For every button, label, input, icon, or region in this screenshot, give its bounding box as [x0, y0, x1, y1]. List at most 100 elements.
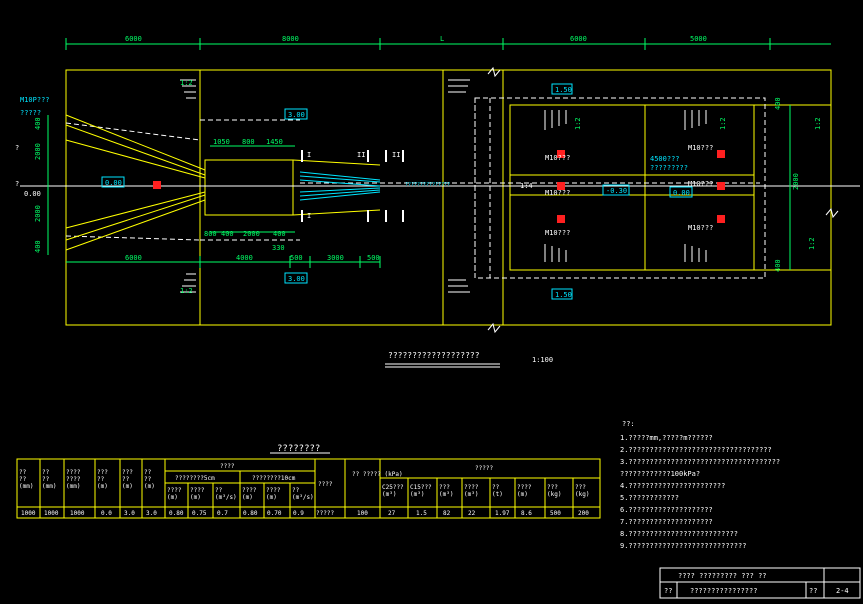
transition-hatching: [299, 171, 381, 201]
table-header-cell: ????(m³): [464, 484, 479, 498]
right-dim-2: 2000: [792, 173, 800, 190]
plan-outline: [65, 69, 832, 326]
note-item: 5.????????????: [620, 494, 679, 502]
table-cell: 1000: [70, 510, 85, 517]
table-header-cell: C25???(m³): [382, 484, 404, 498]
table-cell: 0.70: [267, 510, 282, 517]
note-item: 8.??????????????????????????: [620, 530, 738, 538]
table-cell: 22: [468, 510, 476, 517]
slope-bottom-left: 1:2: [180, 287, 193, 295]
table-header-cell: ????(m): [167, 487, 182, 501]
inner-bottom-dim-4: 400: [273, 230, 286, 238]
slope-right-lower: 1:2: [719, 117, 727, 130]
table-cell: 500: [550, 510, 561, 517]
break-marks: [487, 66, 839, 334]
table-cell: 1.5: [416, 510, 427, 517]
marker-square: [717, 182, 725, 190]
marker-square: [717, 215, 725, 223]
bottom-dim-4: 3000: [327, 254, 344, 262]
axis-label: 0.00: [24, 190, 41, 198]
table-header-cell: ????(m): [190, 487, 205, 501]
table-header-cell: ??(t): [492, 484, 503, 498]
table-cell: 82: [443, 510, 451, 517]
table-cell: 1.97: [495, 510, 510, 517]
elev-box: 3.00: [288, 275, 305, 283]
title-block-row2-mid: ????????????????: [690, 587, 757, 595]
plan-title-group: ??????????????????? 1:100: [385, 351, 553, 368]
left-dim-3: 2000: [34, 205, 42, 222]
table-cell: 0.80: [243, 510, 258, 517]
title-block-sheet: 2-4: [836, 587, 849, 595]
table-cell: 200: [578, 510, 589, 517]
table-header-cell: ???(m³): [439, 484, 453, 498]
inner-top-dim-3: 1450: [266, 138, 283, 146]
slope-top-left: 1:2: [180, 79, 193, 87]
elev-box: 1.50: [555, 291, 572, 299]
table-cell: 0.80: [169, 510, 184, 517]
title-block-row2-left: ??: [664, 587, 672, 595]
mortar-label: M10???: [688, 144, 713, 152]
inner-bottom-dim-3: 2000: [243, 230, 260, 238]
mortar-label: M10???: [545, 189, 570, 197]
axis-label: ?: [15, 144, 19, 152]
top-dim-4: 6000: [570, 35, 587, 43]
title-block-row1: ???? ????????? ??? ??: [678, 572, 767, 580]
marker-square: [717, 150, 725, 158]
table-cell: ?????: [316, 510, 334, 517]
dimension-lines: [47, 38, 831, 270]
section-mark: II: [392, 151, 400, 159]
right-dim-3: 400: [774, 259, 782, 272]
table-cell: 0.9: [293, 510, 304, 517]
right-dim-1: 400: [774, 97, 782, 110]
dashed-boundaries: [65, 97, 766, 279]
table-subgroup-a: ????????5cm: [175, 475, 215, 482]
bottom-dim-5: 500: [367, 254, 380, 262]
inner-bottom-extra: 330: [272, 244, 285, 252]
table-title: ????????: [277, 444, 320, 454]
left-dim-2: 2000: [34, 143, 42, 160]
mortar-label: M10???: [545, 229, 570, 237]
table-extra-header: ?? ????? (kPa): [352, 471, 403, 478]
table-header-cell: ?????(m): [97, 469, 108, 490]
section-mark: I: [307, 151, 311, 159]
table-cell: 0.7: [217, 510, 228, 517]
marker-square: [557, 182, 565, 190]
marker-square: [557, 215, 565, 223]
inner-bottom-dim-1: 800: [204, 230, 217, 238]
table-header-cell: ????(mm): [42, 469, 56, 490]
elev-box: 1.50: [555, 86, 572, 94]
axis-label: ?: [15, 180, 19, 188]
top-dim-1: 6000: [125, 35, 142, 43]
left-note-2: ?????: [20, 109, 41, 117]
table-extra-header: ????: [318, 481, 333, 488]
mortar-label: M10???: [688, 224, 713, 232]
slope-far-right-lower: 1:2: [808, 237, 816, 250]
inner-bottom-dim-2: 400: [221, 230, 234, 238]
table-header-cell: ???(kg): [547, 484, 561, 498]
table-cell: 1000: [44, 510, 59, 517]
bottom-dim-3: 500: [290, 254, 303, 262]
mortar-label: M10???: [545, 154, 570, 162]
marker-square: [557, 150, 565, 158]
table-cell: 8.6: [521, 510, 532, 517]
pipe-note-right: 4500???: [650, 155, 680, 163]
top-dim-3: L: [440, 35, 444, 43]
notes-heading: ??:: [622, 420, 635, 428]
title-block-code: ??: [809, 587, 817, 595]
table-cell: 3.0: [124, 510, 135, 517]
mortar-label: M10???: [688, 180, 713, 188]
left-dim-1: 400: [34, 117, 42, 130]
table-header-cell: ????????(mm): [66, 469, 81, 490]
plan-title: ???????????????????: [388, 351, 480, 360]
bottom-dim-2: 4000: [236, 254, 253, 262]
table-header-cell: ?????(m): [122, 469, 133, 490]
table-header-cell: ???(kg): [575, 484, 589, 498]
marker-square: [153, 181, 161, 189]
table-subgroup-b: ????????10cm: [252, 475, 296, 482]
plan-text: 6000 8000 L 6000 5000 6000 4000 500 3000…: [15, 35, 822, 295]
bottom-dim-1: 6000: [125, 254, 142, 262]
table-header-cell: C15???(m³): [410, 484, 432, 498]
pipe-note: ???????????????: [405, 182, 450, 188]
table-materials-header: ?????: [475, 465, 493, 472]
